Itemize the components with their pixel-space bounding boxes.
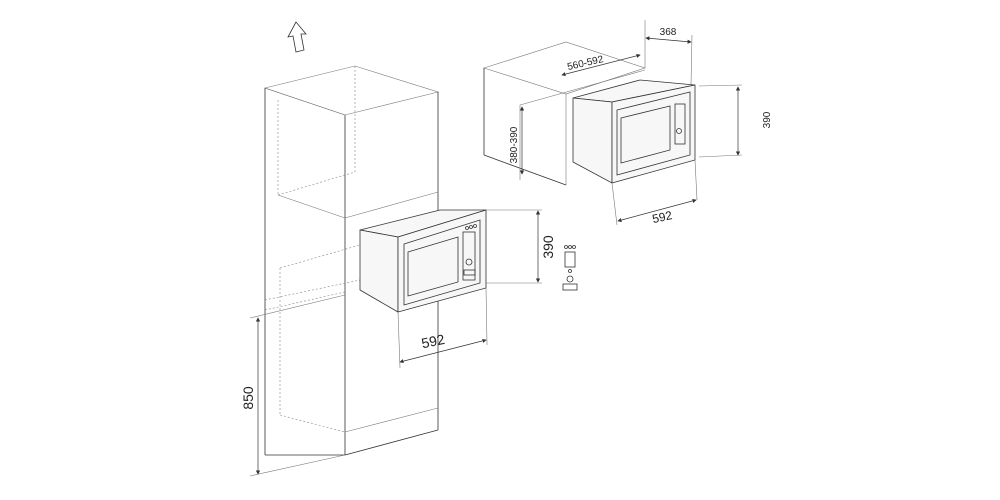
dimension-390-right: 390 bbox=[698, 84, 773, 158]
dimension-592-right: 592 bbox=[611, 159, 698, 226]
dimension-850: 850 bbox=[240, 294, 346, 477]
control-panel-detail bbox=[562, 245, 578, 291]
up-arrow-icon bbox=[287, 21, 307, 53]
dimension-label: 390 bbox=[540, 235, 556, 259]
dimension-368: 368 bbox=[644, 20, 693, 86]
tall-cabinet bbox=[263, 65, 440, 456]
dimension-label: 592 bbox=[651, 208, 674, 226]
dimension-label: 592 bbox=[420, 331, 446, 352]
microwave-right bbox=[572, 79, 696, 184]
dimension-592-left: 592 bbox=[397, 287, 488, 369]
dimension-label: 560-592 bbox=[566, 54, 605, 73]
dimension-label: 390 bbox=[762, 111, 773, 128]
dimension-label: 850 bbox=[240, 386, 256, 410]
dimension-560-592: 560-592 bbox=[561, 53, 641, 77]
dimension-label: 380-390 bbox=[509, 126, 520, 163]
microwave-left bbox=[359, 209, 487, 313]
dimension-label: 368 bbox=[660, 27, 677, 38]
dimension-380-390: 380-390 bbox=[509, 106, 525, 175]
dimension-390-left: 390 bbox=[486, 209, 556, 284]
